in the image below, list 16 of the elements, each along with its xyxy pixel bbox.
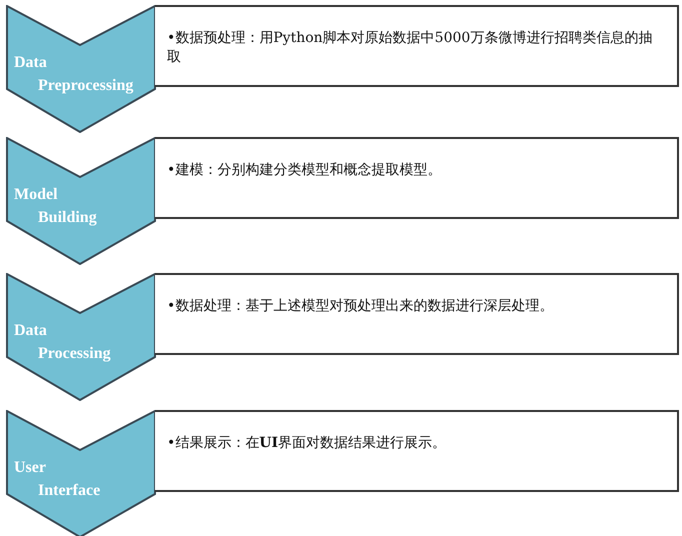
description-text: •数据处理：基于上述模型对预处理出来的数据进行深层处理。 bbox=[167, 297, 554, 316]
stage-title: Model Building bbox=[14, 185, 98, 228]
description-panel bbox=[155, 410, 679, 492]
stage-title: Data Processing bbox=[14, 321, 112, 364]
description-text: •建模：分别构建分类模型和概念提取模型。 bbox=[167, 161, 442, 180]
chevron-shape bbox=[6, 273, 156, 401]
description-panel bbox=[155, 273, 679, 355]
chevron-shape bbox=[6, 410, 156, 536]
stage-title: Data Preprocessing bbox=[14, 53, 134, 96]
description-text: •数据预处理：用Python脚本对原始数据中5000万条微博进行招聘类信息的抽取 bbox=[167, 29, 654, 67]
chevron-shape bbox=[6, 137, 156, 265]
chevron-shape bbox=[6, 5, 156, 133]
description-text: •结果展示：在UI界面对数据结果进行展示。 bbox=[167, 434, 448, 453]
description-panel bbox=[155, 137, 679, 219]
stage-title: User Interface bbox=[14, 458, 102, 501]
description-panel bbox=[155, 5, 679, 87]
